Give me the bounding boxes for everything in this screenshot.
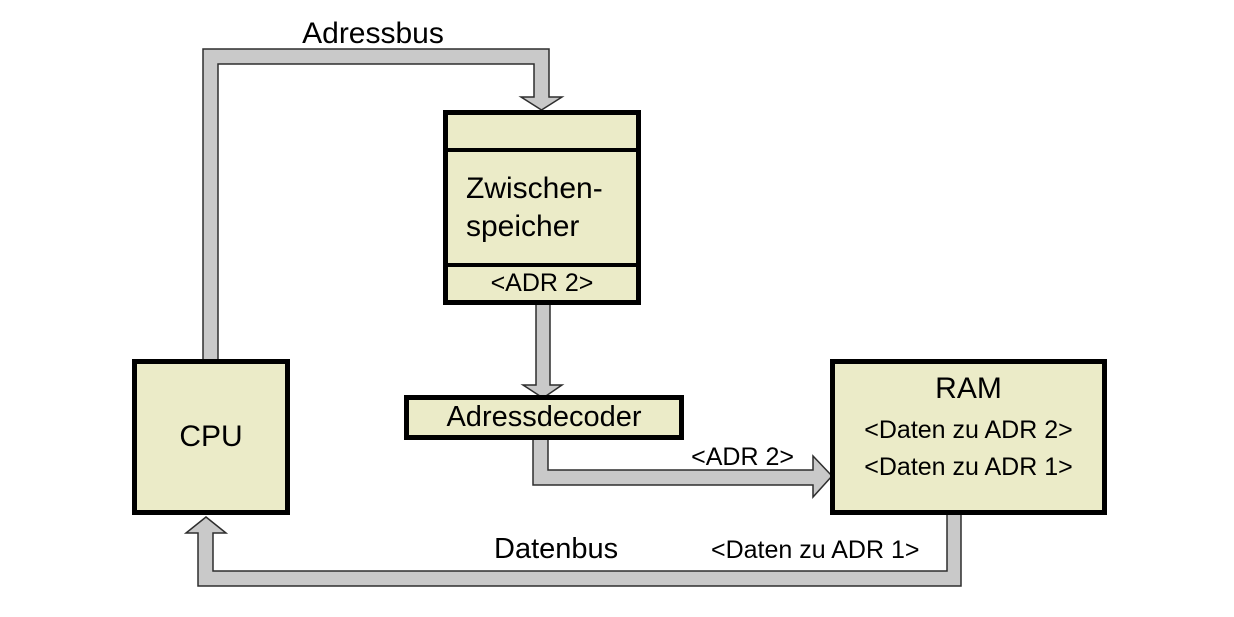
zwischenspeicher-adr-section: <ADR 2>	[448, 267, 636, 300]
cpu-label: CPU	[179, 420, 243, 453]
adressdecoder-label: Adressdecoder	[446, 401, 642, 433]
datenbus-label: Datenbus	[494, 533, 619, 565]
zwischenspeicher-name-section: Zwischen- speicher	[448, 152, 636, 267]
daten-zu-adr1-bus-label: <Daten zu ADR 1>	[711, 536, 920, 564]
cpu-box: CPU	[132, 359, 290, 515]
decoder-to-ram-arrow-icon	[532, 437, 834, 499]
zwischenspeicher-label-line1: Zwischen-	[466, 171, 603, 205]
zwischenspeicher-label-line2: speicher	[466, 209, 580, 243]
ram-entries: <Daten zu ADR 2> <Daten zu ADR 1>	[864, 412, 1072, 486]
datenbus-pipe-with-arrow-icon	[183, 511, 962, 587]
adressbus-pipe-with-arrow-icon	[202, 48, 565, 361]
zwischenspeicher-adr-value: <ADR 2>	[490, 269, 594, 297]
adressbus-label: Adressbus	[302, 17, 444, 50]
ram-title: RAM	[935, 372, 1002, 405]
ram-box: RAM <Daten zu ADR 2> <Daten zu ADR 1>	[830, 359, 1107, 515]
ram-entry-adr2: <Daten zu ADR 2>	[864, 416, 1073, 444]
ram-entry-adr1: <Daten zu ADR 1>	[864, 453, 1073, 481]
adr2-bus-label: <ADR 2>	[691, 443, 794, 471]
adressdecoder-box: Adressdecoder	[404, 395, 684, 440]
zwischenspeicher-box: Zwischen- speicher <ADR 2>	[443, 110, 641, 305]
zwischenspeicher-top-section	[448, 115, 636, 152]
buffer-to-decoder-arrow-icon	[520, 302, 565, 399]
